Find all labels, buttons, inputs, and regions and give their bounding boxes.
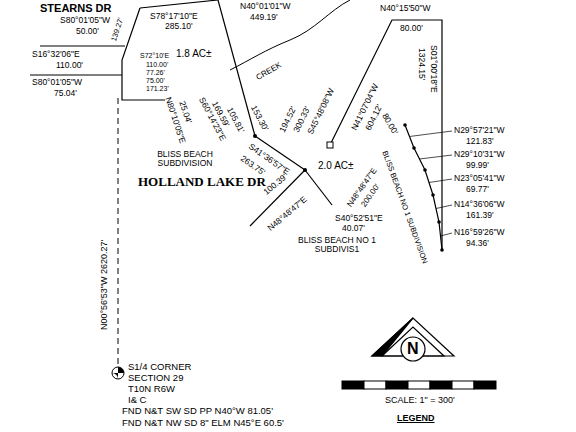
section-corner-symbol — [112, 367, 124, 379]
survey-label: 75.04' — [54, 89, 77, 98]
survey-label: 1.8 AC± — [176, 48, 212, 59]
survey-label: S40°52'51"E — [335, 214, 383, 223]
section-line — [118, 98, 119, 366]
survey-label: LEGEND — [397, 414, 435, 424]
survey-label: S80°01'05"W — [60, 16, 110, 25]
survey-label: 110.00' — [56, 61, 83, 70]
corner-dot — [403, 123, 407, 127]
survey-label: FND N&T SW SD PP N40°W 81.05' — [122, 406, 273, 416]
survey-label: N14°36'06"W — [454, 200, 505, 209]
survey-label: 80.00' — [400, 24, 423, 33]
survey-label: SECTION 29 — [128, 373, 183, 383]
survey-label: N — [407, 340, 419, 358]
lot-line — [140, 0, 218, 8]
lot-line — [330, 20, 442, 250]
survey-label: 94.36' — [466, 239, 489, 248]
survey-label: 121.83' — [466, 137, 494, 146]
survey-label: T10N R6W — [128, 384, 175, 394]
corner-dot — [423, 168, 427, 172]
corner-dot — [303, 168, 307, 172]
survey-label: 2.0 AC± — [318, 160, 354, 171]
corner-dot — [437, 220, 441, 224]
survey-label: HOLLAND LAKE DR — [138, 175, 266, 189]
survey-label: N16°59'26"W — [454, 228, 505, 237]
survey-label: BLISS BEACH NO 1 SUBDIVISION — [380, 150, 429, 265]
survey-label: S80°01'05"W — [32, 78, 82, 87]
survey-label: 69.77' — [466, 185, 489, 194]
lot-line — [30, 74, 122, 75]
survey-label: FND N&T NW SD 8" ELM N45°E 60.5' — [122, 418, 284, 428]
lot-line — [40, 45, 125, 46]
survey-label: BLISS BEACH SUBDIVISION — [150, 150, 220, 169]
survey-label: 50.00' — [76, 27, 99, 36]
survey-label: N29°57'21"W — [454, 126, 505, 135]
survey-label: S1/4 CORNER — [128, 362, 191, 372]
corner-dot — [440, 248, 444, 252]
corner-dot — [412, 146, 416, 150]
survey-label: BLISS BEACH NO 1 SUBDIVIS1 — [298, 236, 376, 255]
survey-label: 80.00' — [380, 112, 400, 137]
survey-label: S78°17'10"E — [150, 12, 198, 21]
survey-label: 161.39' — [466, 211, 494, 220]
survey-label: S01°00'18"E — [429, 45, 438, 93]
leader-line — [410, 131, 453, 236]
creek-line — [230, 0, 350, 70]
survey-label: 171.23' — [146, 85, 169, 93]
survey-label: 285.10' — [165, 22, 193, 31]
survey-label: 153.30' — [249, 104, 270, 133]
survey-label: N00°56'53"W 2620.27' — [100, 240, 110, 330]
survey-label: 99.99' — [466, 161, 489, 170]
survey-label: N40°01'01"W — [240, 2, 291, 11]
survey-label: 100.39' — [262, 172, 289, 197]
survey-label: N29°10'31"W — [454, 150, 505, 159]
survey-label: 75.00' — [146, 77, 165, 85]
survey-label: I& C — [128, 395, 146, 405]
survey-label: CREEK — [255, 61, 283, 82]
survey-label: 139.27' — [110, 17, 125, 43]
monument-marker — [327, 142, 333, 148]
survey-label: N48°48'47"E — [266, 195, 309, 233]
survey-label: S16°32'06"E — [32, 50, 80, 59]
survey-label: SCALE: 1" = 300' — [385, 396, 455, 406]
survey-label: S72°10'E — [140, 52, 169, 60]
survey-label: N40°15'50"W — [380, 4, 431, 13]
north-arrow — [372, 318, 454, 361]
survey-label: 77.26' — [146, 69, 165, 77]
survey-label: N23°05'41"W — [454, 174, 505, 183]
survey-label: 40.07' — [342, 224, 365, 233]
scale-bar — [342, 381, 496, 389]
survey-label: 1324.15' — [417, 48, 426, 80]
survey-label: 110.00' — [146, 61, 168, 69]
corner-dot — [253, 134, 257, 138]
lot-line — [305, 170, 332, 205]
corner-dot — [431, 193, 435, 197]
survey-label: 449.19' — [250, 13, 278, 22]
survey-label: STEARNS DR — [40, 2, 112, 14]
